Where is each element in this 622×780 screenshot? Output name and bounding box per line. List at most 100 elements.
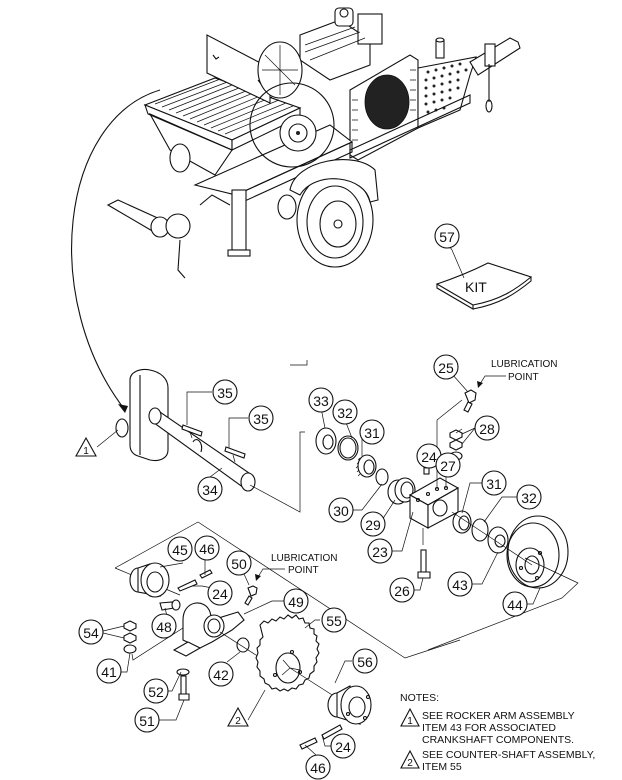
callout-24: 24 <box>207 580 233 606</box>
machine-overview-illustration <box>106 7 521 279</box>
callout-number: 31 <box>364 425 380 441</box>
callout-circle <box>352 648 378 674</box>
callout-number: 43 <box>452 577 468 593</box>
callout-number: 57 <box>439 229 455 245</box>
callout-57: 57 <box>434 223 460 249</box>
callout-32: 32 <box>332 399 358 425</box>
callout-41: 41 <box>96 658 122 684</box>
callout-49: 49 <box>283 588 309 614</box>
callout-number: 33 <box>313 393 329 409</box>
callout-circle <box>435 452 461 478</box>
hopper <box>143 34 302 176</box>
kit-illustration: KIT <box>435 249 533 310</box>
callout-number: 32 <box>521 490 537 506</box>
callout-circle <box>308 387 334 413</box>
callout-circle <box>516 484 542 510</box>
callout-number: 50 <box>231 556 247 572</box>
note-line: CRANKSHAFT COMPONENTS. <box>422 734 574 746</box>
callout-number: 29 <box>365 517 381 533</box>
callout-circle <box>194 535 220 561</box>
callout-number: 56 <box>357 654 373 670</box>
callout-33: 33 <box>308 387 334 413</box>
countershaft-assembly <box>114 521 461 750</box>
callout-51: 51 <box>134 707 160 733</box>
triangle-label: 2 <box>235 716 241 727</box>
kit-label: KIT <box>465 279 487 295</box>
callout-circle <box>208 661 234 687</box>
callout-number: 24 <box>335 739 351 755</box>
callout-circle <box>212 379 238 405</box>
reference-triangle-1: 1 <box>75 436 97 457</box>
notes-heading: NOTES: <box>400 692 439 704</box>
callout-46: 46 <box>194 535 220 561</box>
lubrication-point-label-lower: LUBRICATION POINT <box>255 553 338 581</box>
callout-56: 56 <box>352 648 378 674</box>
callout-45: 45 <box>167 536 193 562</box>
callout-30: 30 <box>328 497 354 523</box>
bearing-block-assembly <box>315 389 579 651</box>
lubrication-label-line2: POINT <box>508 372 539 383</box>
callout-28: 28 <box>474 415 500 441</box>
callout-34: 34 <box>197 476 223 502</box>
note-line: ITEM 43 FOR ASSOCIATED <box>422 722 556 734</box>
lubrication-label-line1: LUBRICATION <box>271 553 338 564</box>
callout-circle <box>367 538 393 564</box>
callout-circle <box>96 658 122 684</box>
callout-number: 31 <box>486 476 502 492</box>
callout-number: 28 <box>479 421 495 437</box>
engine <box>257 7 383 99</box>
note-line: SEE COUNTER-SHAFT ASSEMBLY, <box>422 749 595 761</box>
lubrication-label-line2: POINT <box>288 565 319 576</box>
callout-number: 35 <box>217 385 233 401</box>
lubrication-label-line1: LUBRICATION <box>491 359 558 370</box>
callout-52: 52 <box>143 678 169 704</box>
reference-arc <box>71 89 161 411</box>
callout-31: 31 <box>359 419 385 445</box>
callout-number: 52 <box>148 684 164 700</box>
callout-number: 45 <box>172 542 188 558</box>
callout-number: 51 <box>139 713 155 729</box>
callout-55: 55 <box>321 607 347 633</box>
crank-arm-assembly <box>115 368 305 513</box>
callout-circle <box>328 497 354 523</box>
notes-block: NOTES: 1 SEE ROCKER ARM ASSEMBLY ITEM 43… <box>400 692 595 773</box>
callout-27: 27 <box>435 452 461 478</box>
radiator <box>349 54 419 161</box>
callout-circle <box>433 354 459 380</box>
callout-44: 44 <box>502 591 528 617</box>
callout-circle <box>474 415 500 441</box>
callout-32: 32 <box>516 484 542 510</box>
callout-number: 30 <box>333 503 349 519</box>
callout-number: 44 <box>507 597 523 613</box>
callout-circle <box>360 511 386 537</box>
callout-circle <box>134 707 160 733</box>
callout-48: 48 <box>151 613 177 639</box>
callout-number: 23 <box>372 544 388 560</box>
note-ref-triangle: 1 <box>407 716 413 727</box>
callout-number: 34 <box>202 482 218 498</box>
callout-circle <box>434 223 460 249</box>
note-line: ITEM 55 <box>422 761 462 773</box>
callout-46: 46 <box>305 754 331 780</box>
callout-circle <box>305 754 331 780</box>
callout-number: 32 <box>337 405 353 421</box>
note-item-2: 2 SEE COUNTER-SHAFT ASSEMBLY, ITEM 55 <box>400 749 595 773</box>
callout-number: 42 <box>213 667 229 683</box>
callout-23: 23 <box>367 538 393 564</box>
callout-number: 24 <box>212 586 228 602</box>
arrow-head <box>118 404 128 413</box>
callout-circle <box>332 399 358 425</box>
detail-highlight-circle <box>249 82 335 168</box>
callout-24: 24 <box>330 733 356 759</box>
tow-tongue <box>417 37 521 129</box>
note-item-1: 1 SEE ROCKER ARM ASSEMBLY ITEM 43 FOR AS… <box>400 707 575 746</box>
triangle-label: 1 <box>83 446 89 457</box>
callout-number: 24 <box>421 449 437 465</box>
callout-number: 49 <box>288 594 304 610</box>
callout-circle <box>359 419 385 445</box>
callout-number: 27 <box>440 458 456 474</box>
reference-triangle-2: 2 <box>227 706 249 727</box>
callout-29: 29 <box>360 511 386 537</box>
